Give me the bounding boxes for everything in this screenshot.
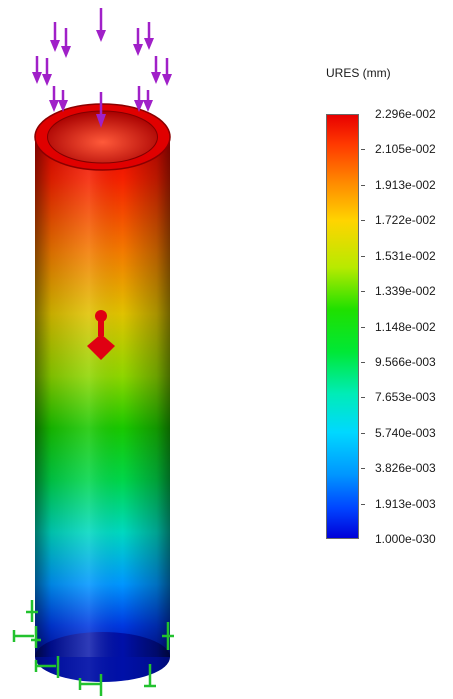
legend-tick-mark [361,433,365,434]
legend-tick-label: 1.913e-003 [375,496,436,511]
max-displacement-marker-icon[interactable] [87,310,115,360]
downward-force-arrow-icon [96,8,106,42]
fixture-arrows [12,600,174,696]
downward-force-arrow-icon [49,86,68,112]
downward-force-arrow-icon [32,56,52,86]
legend-tick-label: 7.653e-003 [375,390,436,405]
legend-tick-label: 1.722e-002 [375,213,436,228]
tube-model[interactable] [34,103,171,682]
load-arrows [32,8,172,128]
legend-tick-label: 1.148e-002 [375,319,436,334]
legend-tick-mark [361,291,365,292]
fixed-support-arrow-icon [34,656,60,678]
legend-tick-label: 1.531e-002 [375,248,436,263]
legend-title: URES (mm) [326,66,391,80]
color-scale-bar [326,114,359,539]
legend-tick-mark [361,185,365,186]
legend-tick-mark [361,220,365,221]
downward-force-arrow-icon [133,22,154,56]
legend-tick-label: 2.296e-002 [375,107,436,121]
legend-tick-label: 1.000e-030 [375,532,436,546]
legend-tick-mark [361,397,365,398]
fixed-support-arrow-icon [12,626,41,648]
tube-inner-bore [47,110,158,164]
downward-force-arrow-icon [50,22,71,58]
legend-tick-mark [361,256,365,257]
legend-tick-mark [361,362,365,363]
fixed-support-arrow-icon [78,674,103,696]
legend-tick-label: 1.339e-002 [375,284,436,299]
tube-shading [35,137,170,657]
fixed-support-arrow-icon [144,622,174,688]
legend-tick-label: 9.566e-003 [375,354,436,369]
legend-tick-label: 5.740e-003 [375,425,436,440]
fixed-support-arrow-icon [26,600,38,622]
legend-tick-mark [361,149,365,150]
downward-force-arrow-icon [151,56,172,86]
legend-tick-mark [361,327,365,328]
legend-tick-mark [361,504,365,505]
legend-tick-mark [361,468,365,469]
downward-force-arrow-icon [96,92,106,128]
downward-force-arrow-icon [134,86,153,112]
legend-tick-label: 2.105e-002 [375,142,436,157]
legend-tick-label: 3.826e-003 [375,461,436,476]
legend-tick-label: 1.913e-002 [375,177,436,192]
